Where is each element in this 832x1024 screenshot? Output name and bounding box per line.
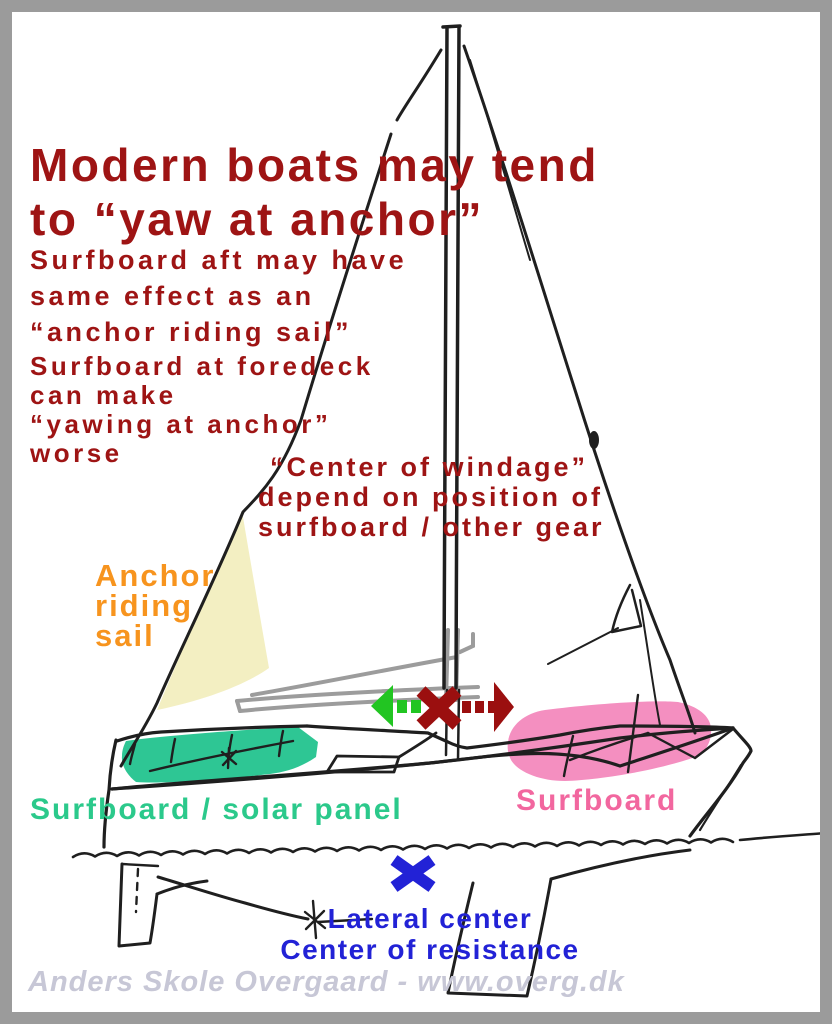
label-line: Lateral center: [327, 903, 533, 934]
label-line: riding: [95, 588, 194, 623]
rudder-top: [155, 879, 209, 896]
underwater-profile: [117, 848, 692, 998]
label-line: sail: [95, 618, 155, 653]
note-line: “Center of windage”: [270, 452, 589, 482]
note-line: same effect as an: [30, 281, 315, 311]
note-line: surfboard / other gear: [258, 512, 605, 542]
keel: [446, 877, 553, 998]
label-line: Center of resistance: [280, 934, 580, 965]
hull-bottom-fwd: [549, 848, 692, 881]
title-line-1: Modern boats may tend: [30, 139, 599, 191]
label-anchor-riding-sail: Anchor riding sail: [95, 558, 216, 653]
coachroof-foredeck-line: [305, 724, 735, 750]
note-surfboard-foredeck: Surfboard at foredeck can make “yawing a…: [30, 352, 374, 468]
label-surfboard-solar-panel: Surfboard / solar panel: [30, 793, 403, 826]
note-surfboard-aft: Surfboard aft may have same effect as an…: [30, 242, 407, 350]
forestay: [462, 44, 697, 735]
note-line: depend on position of: [258, 482, 603, 512]
backstay: [119, 48, 443, 768]
left-arrow-head: [371, 685, 393, 727]
label-line: Anchor: [95, 558, 216, 593]
windage-markers: [371, 682, 514, 732]
label-surfboard: Surfboard: [516, 784, 678, 817]
bow-stem: [688, 726, 753, 838]
center-of-windage-x-marker: [416, 686, 462, 730]
note-line: can make: [30, 380, 177, 410]
page-title: Modern boats may tend to “yaw at anchor”: [30, 138, 599, 246]
note-line: “anchor riding sail”: [30, 317, 353, 347]
stern-edge: [102, 738, 118, 849]
aft-deck-edge: [115, 724, 309, 743]
note-center-of-windage: “Center of windage” depend on position o…: [258, 452, 605, 542]
note-line: “yawing at anchor”: [30, 409, 332, 439]
right-arrow-head: [494, 682, 514, 732]
note-line: worse: [30, 438, 123, 468]
propeller: [303, 899, 374, 940]
rudder-dashed-line: [134, 867, 140, 914]
mast: [441, 24, 462, 762]
hull-bottom-aft: [156, 875, 310, 921]
hull: [102, 724, 753, 849]
lateral-center-x-marker: [390, 855, 436, 892]
board-detail-strokes: [128, 693, 735, 778]
label-lateral-center: Lateral center Center of resistance: [240, 903, 620, 965]
note-line: Surfboard at foredeck: [30, 351, 374, 381]
waterline: [71, 831, 828, 859]
title-line-2: to “yaw at anchor”: [30, 193, 484, 245]
credit-text: Anders Skole Overgaard - www.overg.dk: [28, 966, 625, 998]
anchor-riding-sail-shape: [157, 511, 269, 710]
note-line: Surfboard aft may have: [30, 245, 408, 275]
